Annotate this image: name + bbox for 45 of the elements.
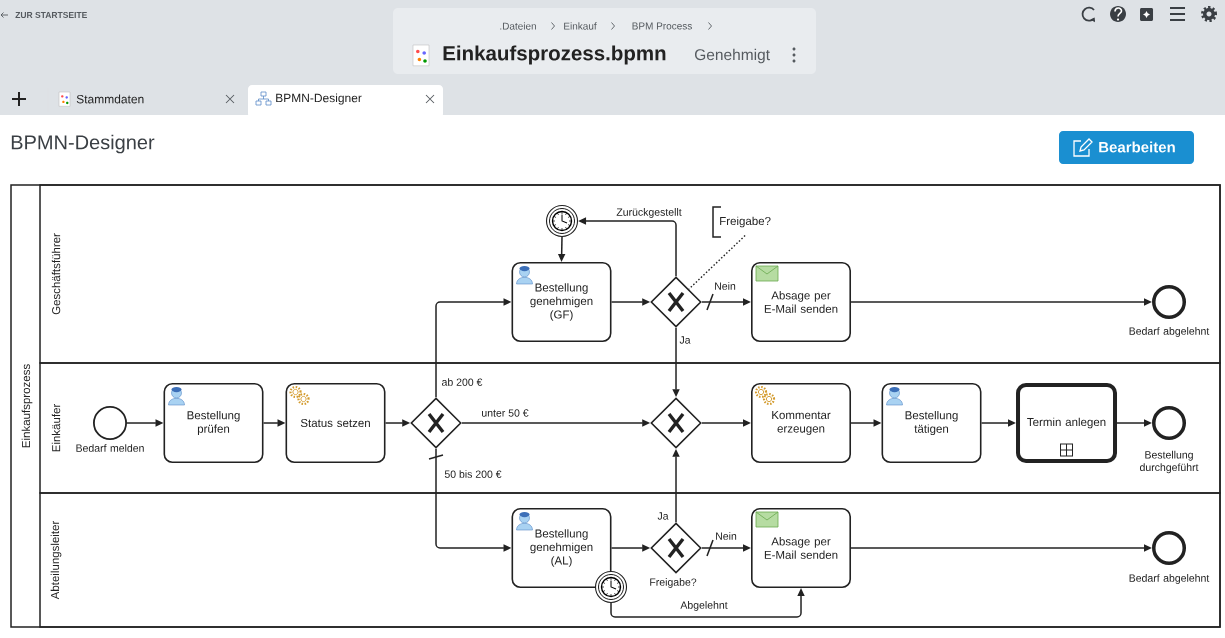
subprocess-box: Termin anlegen (1016, 383, 1117, 463)
tab-title: BPMN-Designer (276, 93, 362, 105)
event-label: Bedarf abgelehnt (1129, 574, 1210, 584)
edge-label: unter 50 € (480, 408, 530, 418)
start-event (93, 406, 127, 440)
task-box: Absage per E-Mail senden (751, 508, 851, 588)
end-event (1152, 406, 1186, 440)
edge-label: 50 bis 200 € (443, 469, 503, 479)
back-link: ZUR STARTSEITE (15, 12, 87, 18)
edge-label: ab 200 € (440, 377, 484, 387)
end-event (1152, 531, 1186, 565)
gateway-diamond (650, 276, 702, 328)
edit-button: Bearbeiten (1059, 131, 1194, 164)
edge-label: Zurückgestellt (615, 207, 683, 219)
edge-label: Nein (714, 531, 738, 541)
status-text: Genehmigt (695, 48, 770, 64)
gateway-diamond (410, 397, 462, 449)
edge-label: Abgelehnt (679, 600, 729, 612)
task-box: Bestellung genehmigen (GF) (511, 262, 612, 342)
edge-label: Ja (678, 335, 692, 345)
task-box: Bestellung tätigen (881, 383, 982, 463)
gateway-diamond (650, 522, 702, 574)
text-annotation: Freigabe? (712, 206, 771, 238)
tab-title: Stammdaten (76, 94, 144, 104)
edge-label: Ja (656, 511, 670, 521)
breadcrumb-item: .Dateien (500, 22, 536, 30)
event-label: Freigabe? (650, 578, 697, 588)
edge-label: Nein (713, 281, 737, 291)
task-box: Kommentar erzeugen (751, 383, 851, 463)
timer-event (594, 570, 628, 604)
gateway-diamond (650, 397, 702, 449)
page-heading: BPMN-Designer (11, 134, 155, 154)
task-box: Absage per E-Mail senden (751, 262, 851, 342)
end-event (1152, 285, 1186, 319)
task-box: Bestellung prüfen (163, 383, 264, 463)
event-label: Bestellung durchgeführt (1140, 450, 1199, 474)
file-title: Einkaufsprozess.bpmn (443, 45, 666, 65)
task-box: Status setzen (285, 383, 386, 463)
task-box: Bestellung genehmigen (AL) (511, 508, 612, 588)
breadcrumb-item: BPM Process (632, 22, 692, 30)
event-label: Bedarf melden (76, 444, 144, 452)
breadcrumb-item: Einkauf (564, 22, 597, 30)
event-label: Bedarf abgelehnt (1129, 327, 1210, 337)
association-line (688, 234, 746, 290)
timer-event (545, 204, 579, 238)
